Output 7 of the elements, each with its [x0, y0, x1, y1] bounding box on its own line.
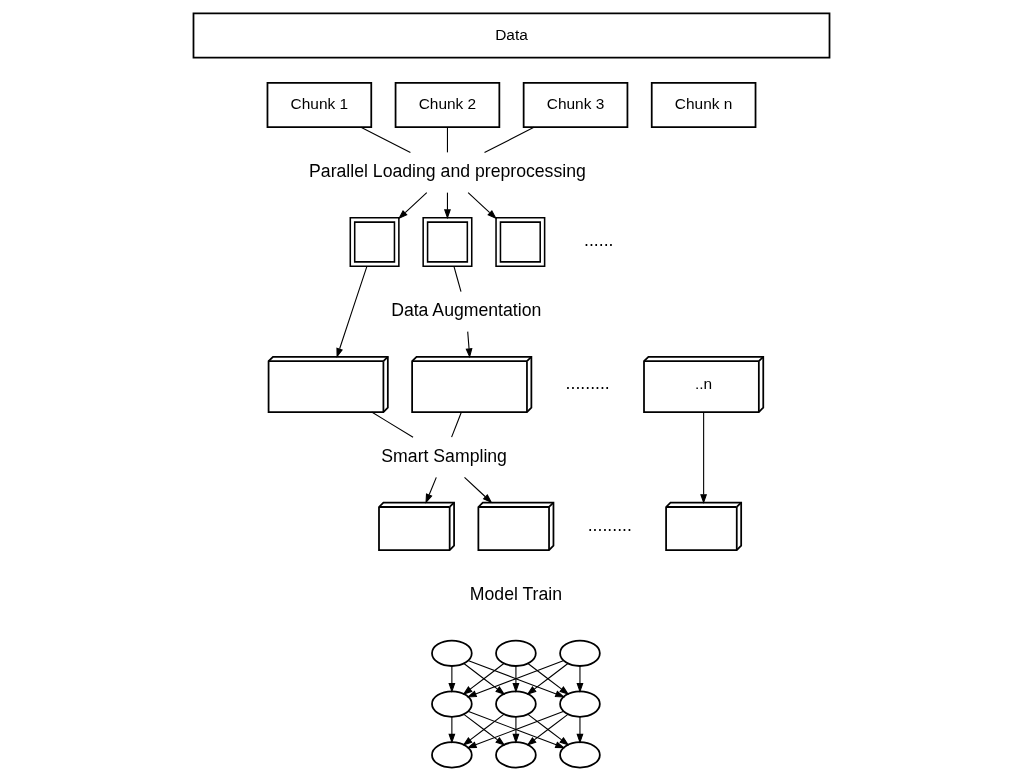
label: .........	[565, 372, 610, 393]
node-text: Smart Sampling	[381, 445, 507, 465]
label: ......	[584, 229, 614, 250]
label: .........	[587, 514, 632, 535]
label: Model Train	[469, 583, 563, 604]
node-text: Data Augmentation	[391, 299, 542, 320]
node-text: Parallel Loading and preprocessing	[309, 160, 586, 181]
